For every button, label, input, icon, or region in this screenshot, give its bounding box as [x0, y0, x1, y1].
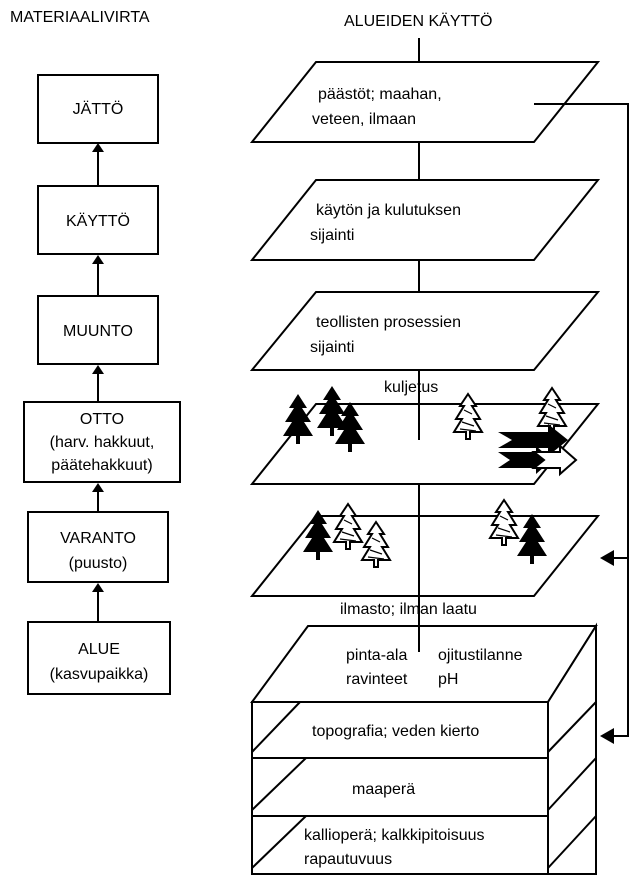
- hatch-2: [251, 757, 307, 811]
- hatch-3: [251, 815, 307, 869]
- layer-paastot-line1: päästöt; maahan,: [318, 86, 442, 103]
- arrowhead-kaytto: [92, 255, 104, 264]
- block-top-left-2: ravinteet: [346, 671, 408, 688]
- box-alue: [27, 621, 171, 695]
- left-flow-arrows: [92, 143, 104, 622]
- arrowhead-jatto: [92, 143, 104, 152]
- layer-teollisten-line2: sijainti: [310, 339, 354, 356]
- tree-light-1: [453, 393, 483, 440]
- box-varanto: [27, 511, 169, 583]
- tree-light-3: [333, 503, 363, 550]
- box-varanto-line1: VARANTO: [60, 530, 136, 547]
- block-top-face: [250, 625, 598, 703]
- feedback-arrowhead-forest: [600, 550, 614, 566]
- layer-kayton-line2: sijainti: [310, 227, 354, 244]
- transport-arrow-dark: [498, 424, 568, 456]
- layer-paastot-line2: veteen, ilmaan: [312, 111, 416, 128]
- hatch-1: [251, 701, 301, 753]
- tree-light-5: [489, 499, 519, 546]
- box-otto-line2: (harv. hakkuut,: [50, 434, 155, 451]
- layer-teollisten: [249, 291, 601, 371]
- transport-arrow-light: [531, 443, 578, 477]
- block-top-left-1: pinta-ala: [346, 647, 407, 664]
- feedback-arrowhead-block: [600, 728, 614, 744]
- label-ilmasto: ilmasto; ilman laatu: [340, 601, 477, 618]
- left-column-title: MATERIAALIVIRTA: [10, 9, 150, 26]
- block-top-right-1: ojitustilanne: [438, 647, 523, 664]
- block-front-face: [251, 701, 549, 875]
- box-jatto-label: JÄTTÖ: [73, 100, 124, 118]
- layer-teollisten-line1: teollisten prosessien: [316, 314, 461, 331]
- block-layer-topografia: topografia; veden kierto: [312, 723, 479, 740]
- block-layer-kallioepera-2: rapautuvuus: [304, 851, 392, 868]
- box-alue-line2: (kasvupaikka): [50, 666, 149, 683]
- feedback-main: [534, 103, 629, 737]
- layer-paastot: [249, 61, 601, 143]
- box-kaytto: [37, 185, 159, 255]
- feedback-line: [534, 103, 629, 737]
- block-layer-maapera: maaperä: [352, 781, 415, 798]
- block-top-right-2: pH: [438, 671, 458, 688]
- layer-kayton-line1: käytön ja kulutuksen: [316, 202, 461, 219]
- box-jatto: [37, 74, 159, 144]
- arrowhead-muunto: [92, 365, 104, 374]
- block-layer-kallioepera-1: kallioperä; kalkkipitoisuus: [304, 827, 485, 844]
- transport-arrows: [498, 424, 578, 477]
- box-kaytto-label: KÄYTTÖ: [66, 212, 130, 230]
- box-alue-line1: ALUE: [78, 641, 120, 658]
- box-otto: [23, 401, 181, 483]
- box-otto-line1: OTTO: [80, 411, 124, 428]
- box-varanto-line2: (puusto): [69, 555, 128, 572]
- feedback-arrowheads: [600, 550, 614, 744]
- label-kuljetus: kuljetus: [384, 379, 438, 396]
- layer-kayton: [249, 179, 601, 261]
- box-otto-line3: päätehakkuut): [51, 457, 152, 474]
- arrowhead-varanto: [92, 583, 104, 592]
- arrowhead-otto: [92, 483, 104, 492]
- tree-light-2: [537, 387, 567, 434]
- box-muunto-label: MUUNTO: [63, 323, 133, 340]
- right-column-title: ALUEIDEN KÄYTTÖ: [344, 12, 492, 30]
- ground-block: [250, 622, 598, 875]
